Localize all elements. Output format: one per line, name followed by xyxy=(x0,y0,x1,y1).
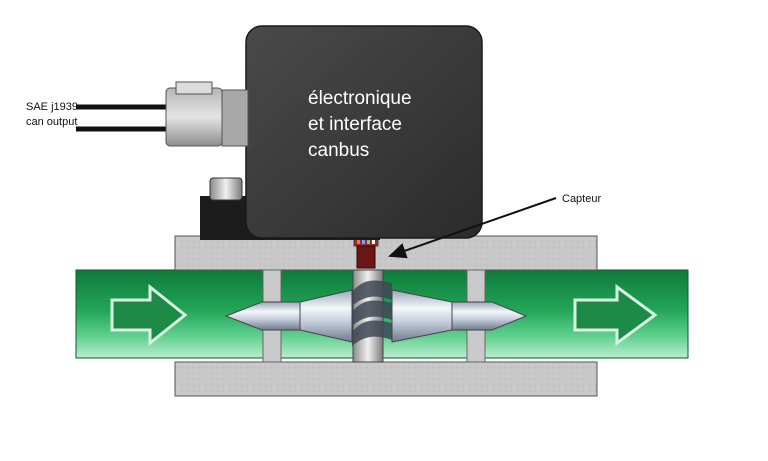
sensor-probe xyxy=(353,235,379,269)
sensor-label: Capteur xyxy=(562,193,601,205)
meter-body-top xyxy=(174,235,598,271)
electronics-housing xyxy=(200,25,483,240)
turbine-rotor xyxy=(224,269,528,363)
flow-arrow-right xyxy=(573,284,658,346)
sensor-callout-line xyxy=(388,197,557,259)
electronics-label-line3: canbus xyxy=(308,140,369,161)
flow-arrow-left xyxy=(110,283,188,347)
electronics-label-line1: électronique xyxy=(308,88,412,109)
electronics-label-line2: et interface xyxy=(308,114,402,135)
meter-body-bottom xyxy=(174,361,598,397)
can-output-label-line1: SAE j1939 xyxy=(26,101,78,113)
can-output-label-line2: can output xyxy=(26,116,77,128)
can-connector xyxy=(76,81,249,147)
